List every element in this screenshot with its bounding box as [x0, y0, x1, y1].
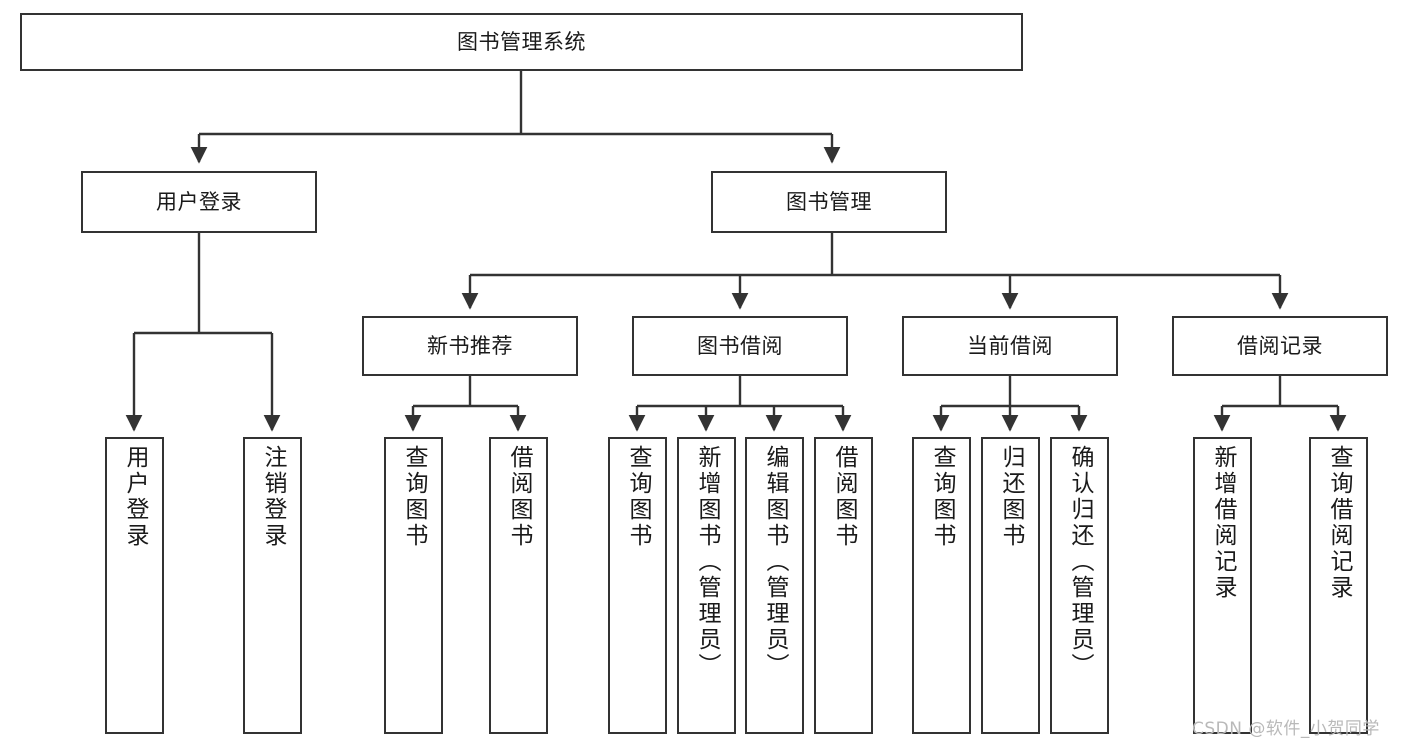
node-label: 查询图书	[401, 445, 427, 549]
node-label: 查询图书	[625, 445, 651, 549]
node-label: 当前借阅	[967, 333, 1053, 358]
leaf-new-book-query-book[interactable]: 查询图书	[384, 437, 443, 734]
node-label: 新书推荐	[427, 333, 513, 358]
csdn-watermark: CSDN @软件_小贺同学	[1192, 719, 1380, 739]
leaf-current-borrow-confirm-return-admin[interactable]: 确认归还（管理员）	[1050, 437, 1109, 734]
node-label: 图书借阅	[697, 333, 783, 358]
node-label: 编辑图书（管理员）	[762, 445, 788, 679]
leaf-new-book-borrow-book[interactable]: 借阅图书	[489, 437, 548, 734]
leaf-borrow-record-query-record[interactable]: 查询借阅记录	[1309, 437, 1368, 734]
node-book-management[interactable]: 图书管理	[711, 171, 947, 233]
node-new-book-recommendation[interactable]: 新书推荐	[362, 316, 578, 376]
node-label: 新增图书（管理员）	[694, 445, 720, 679]
leaf-book-borrow-query-book[interactable]: 查询图书	[608, 437, 667, 734]
leaf-current-borrow-query-book[interactable]: 查询图书	[912, 437, 971, 734]
leaf-user-login-login[interactable]: 用户登录	[105, 437, 164, 734]
node-borrowing-record[interactable]: 借阅记录	[1172, 316, 1388, 376]
node-label: 借阅记录	[1237, 333, 1323, 358]
leaf-book-borrow-add-book-admin[interactable]: 新增图书（管理员）	[677, 437, 736, 734]
node-label: 借阅图书	[506, 445, 532, 549]
node-current-borrowing[interactable]: 当前借阅	[902, 316, 1118, 376]
node-label: 查询图书	[929, 445, 955, 549]
node-root-book-management-system[interactable]: 图书管理系统	[20, 13, 1023, 71]
node-label: 用户登录	[122, 445, 148, 549]
node-label: 注销登录	[260, 445, 286, 549]
node-label: 用户登录	[156, 189, 242, 214]
node-book-borrowing[interactable]: 图书借阅	[632, 316, 848, 376]
leaf-book-borrow-borrow-book[interactable]: 借阅图书	[814, 437, 873, 734]
node-user-login[interactable]: 用户登录	[81, 171, 317, 233]
node-label: 确认归还（管理员）	[1067, 445, 1093, 679]
leaf-current-borrow-return-book[interactable]: 归还图书	[981, 437, 1040, 734]
leaf-book-borrow-edit-book-admin[interactable]: 编辑图书（管理员）	[745, 437, 804, 734]
node-label: 图书管理系统	[457, 29, 586, 54]
node-label: 归还图书	[998, 445, 1024, 549]
leaf-borrow-record-add-record[interactable]: 新增借阅记录	[1193, 437, 1252, 734]
leaf-user-login-logout[interactable]: 注销登录	[243, 437, 302, 734]
node-label: 查询借阅记录	[1326, 445, 1352, 601]
node-label: 新增借阅记录	[1210, 445, 1236, 601]
node-label: 图书管理	[786, 189, 872, 214]
node-label: 借阅图书	[831, 445, 857, 549]
